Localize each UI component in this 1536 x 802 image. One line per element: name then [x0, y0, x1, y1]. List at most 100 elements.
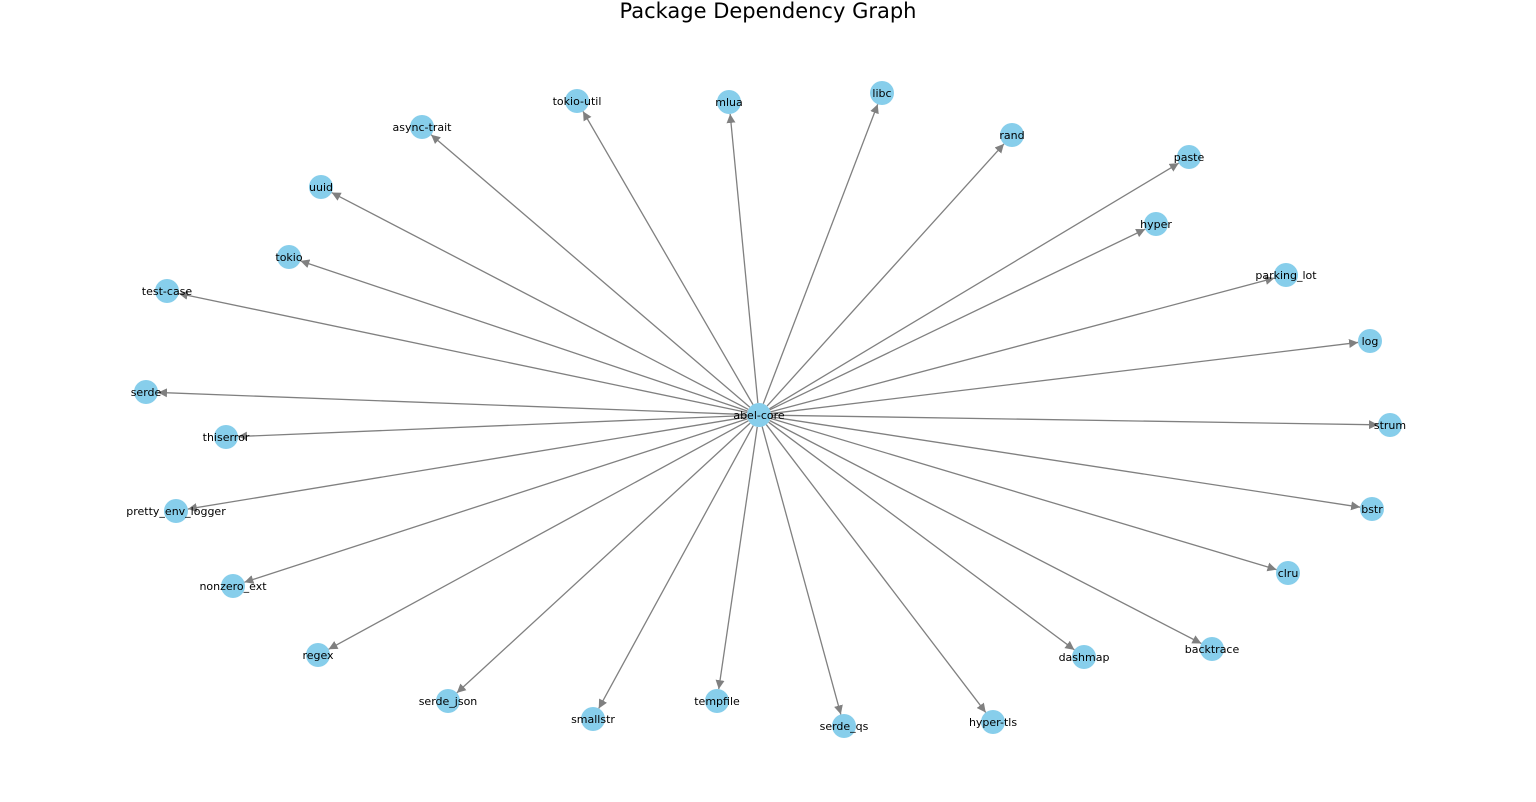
node-circle: [1000, 123, 1024, 147]
node-circle: [1072, 645, 1096, 669]
node-smallstr[interactable]: smallstr: [571, 707, 615, 731]
node-circle: [1276, 561, 1300, 585]
node-label: uuid: [309, 181, 333, 194]
node-label: libc: [872, 87, 891, 100]
node-uuid[interactable]: uuid: [309, 175, 333, 199]
edge-abel-core-to-log: [770, 339, 1359, 415]
edge-abel-core-to-async-trait: [430, 134, 751, 408]
root-node-abel-core[interactable]: abel-core: [733, 403, 785, 427]
node-label: hyper: [1140, 218, 1172, 231]
node-circle: [565, 89, 589, 113]
edge-abel-core-to-rand: [766, 143, 1005, 407]
edge-abel-core-to-test-case: [178, 290, 748, 414]
edge-abel-core-to-tempfile: [715, 426, 758, 690]
node-mlua[interactable]: mlua: [715, 90, 743, 114]
node-circle: [1177, 145, 1201, 169]
node-bstr[interactable]: bstr: [1360, 497, 1384, 521]
graph-title: Package Dependency Graph: [620, 0, 917, 23]
node-circle: [164, 499, 188, 523]
node-label: log: [1362, 335, 1379, 348]
node-circle: [134, 380, 158, 404]
edge-abel-core-to-clru: [770, 417, 1277, 572]
node-label: serde_qs: [820, 720, 869, 733]
node-thiserror[interactable]: thiserror: [203, 425, 250, 449]
node-label: rand: [999, 129, 1024, 142]
node-rand[interactable]: rand: [999, 123, 1025, 147]
node-tempfile[interactable]: tempfile: [694, 689, 740, 713]
edge-abel-core-to-uuid: [331, 191, 749, 411]
edge-abel-core-to-serde: [157, 388, 748, 416]
edge-abel-core-to-serde-qs: [761, 426, 843, 715]
node-circle: [309, 175, 333, 199]
node-hyper[interactable]: hyper: [1140, 212, 1172, 236]
node-log[interactable]: log: [1358, 329, 1382, 353]
node-serde-json[interactable]: serde_json: [419, 689, 478, 713]
node-parking-lot[interactable]: parking_lot: [1255, 263, 1317, 287]
edge-abel-core-to-libc: [762, 103, 879, 405]
node-regex[interactable]: regex: [302, 643, 334, 667]
node-label: smallstr: [571, 713, 615, 726]
node-tokio-util[interactable]: tokio-util: [553, 89, 602, 113]
node-circle: [870, 81, 894, 105]
node-circle: [1200, 637, 1224, 661]
node-hyper-tls[interactable]: hyper-tls: [969, 710, 1017, 734]
edge-abel-core-to-mlua: [726, 113, 759, 404]
edge-abel-core-to-bstr: [770, 416, 1361, 511]
node-circle: [214, 425, 238, 449]
node-label: bstr: [1361, 503, 1383, 516]
edge-abel-core-to-pretty-env-logger: [187, 416, 748, 513]
edge-abel-core-to-backtrace: [769, 419, 1202, 645]
node-label: clru: [1278, 567, 1299, 580]
edge-abel-core-to-hyper: [769, 228, 1146, 411]
edge-abel-core-to-dashmap: [768, 421, 1075, 651]
node-label: dashmap: [1059, 651, 1110, 664]
node-label: tokio-util: [553, 95, 602, 108]
edge-abel-core-to-parking-lot: [770, 276, 1275, 413]
node-backtrace[interactable]: backtrace: [1185, 637, 1240, 661]
node-test-case[interactable]: test-case: [142, 279, 193, 303]
node-nonzero-ext[interactable]: nonzero_ext: [199, 574, 267, 598]
edges-layer: [157, 103, 1379, 715]
node-circle: [747, 403, 771, 427]
node-circle: [1358, 329, 1382, 353]
node-clru[interactable]: clru: [1276, 561, 1300, 585]
node-label: mlua: [715, 96, 742, 109]
node-label: paste: [1174, 151, 1205, 164]
edge-abel-core-to-hyper-tls: [765, 424, 987, 713]
node-circle: [1360, 497, 1384, 521]
node-circle: [436, 689, 460, 713]
node-label: async-trait: [393, 121, 453, 134]
node-serde-qs[interactable]: serde_qs: [820, 714, 869, 738]
node-tokio[interactable]: tokio: [275, 245, 303, 269]
node-label: backtrace: [1185, 643, 1240, 656]
node-dashmap[interactable]: dashmap: [1059, 645, 1110, 669]
node-circle: [1144, 212, 1168, 236]
node-label: strum: [1374, 419, 1406, 432]
node-libc[interactable]: libc: [870, 81, 894, 105]
node-pretty-env-logger[interactable]: pretty_env_logger: [126, 499, 226, 523]
node-circle: [705, 689, 729, 713]
edge-abel-core-to-smallstr: [598, 425, 754, 709]
node-serde[interactable]: serde: [131, 380, 162, 404]
node-circle: [277, 245, 301, 269]
node-label: nonzero_ext: [199, 580, 267, 593]
edge-abel-core-to-tokio-util: [582, 111, 754, 405]
node-strum[interactable]: strum: [1374, 413, 1406, 437]
node-circle: [1378, 413, 1402, 437]
edge-abel-core-to-thiserror: [237, 414, 748, 441]
node-circle: [410, 115, 434, 139]
node-circle: [1274, 263, 1298, 287]
edge-abel-core-to-serde-json: [456, 422, 751, 694]
node-paste[interactable]: paste: [1174, 145, 1205, 169]
node-label: serde: [131, 386, 162, 399]
node-label: pretty_env_logger: [126, 505, 226, 518]
node-label: test-case: [142, 285, 193, 298]
node-label: thiserror: [203, 431, 250, 444]
node-label: abel-core: [733, 409, 785, 422]
node-circle: [306, 643, 330, 667]
node-circle: [155, 279, 179, 303]
node-label: tempfile: [694, 695, 740, 708]
node-label: regex: [302, 649, 334, 662]
node-async-trait[interactable]: async-trait: [393, 115, 453, 139]
